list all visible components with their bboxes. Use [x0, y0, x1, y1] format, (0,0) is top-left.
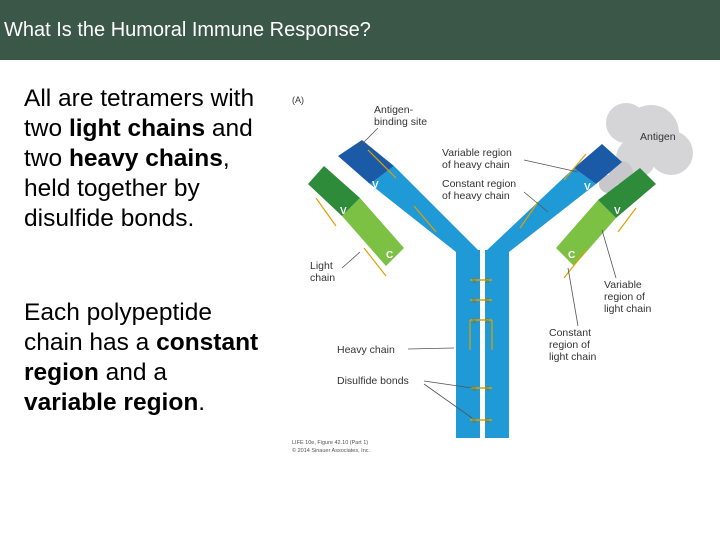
sulfur-stem-2: S: [485, 278, 490, 285]
text-run: Each polypeptide chain has a: [24, 299, 212, 356]
leader-disulfide-2: [423, 383, 473, 419]
text-run: .: [198, 389, 206, 416]
sulfur-stem-9: S: [472, 418, 477, 425]
sulfur-stem-5: S: [472, 318, 477, 325]
domain-v-heavy-left: V: [372, 180, 379, 191]
label-antigen-binding-1: Antigen-: [374, 104, 414, 116]
heavy-chain-left-constant: [370, 166, 480, 252]
leader-const-light: [567, 267, 579, 327]
leader-var-heavy: [523, 159, 579, 173]
heavy-chain-right-constant: [485, 168, 596, 252]
domain-v-heavy-right: V: [584, 182, 591, 193]
label-var-light-3: light chain: [604, 303, 651, 315]
domain-c-light-left: C: [386, 250, 393, 261]
light-chain-left-variable: [308, 166, 360, 216]
sulfur-stem-3: S: [472, 298, 477, 305]
domain-c-light-right: C: [568, 250, 575, 261]
label-const-light-3: light chain: [549, 351, 596, 363]
figure-credit-1: LIFE 10e, Figure 42.10 (Part 1): [292, 440, 368, 446]
title-bar: What Is the Humoral Immune Response?: [0, 0, 720, 60]
sulfur-stem-6: S: [485, 318, 490, 325]
panel-label: (A): [292, 95, 304, 105]
antibody-diagram: Antigen V V V V C C C C S S S S S S S S …: [292, 95, 693, 454]
heavy-chain-right-variable: [574, 144, 622, 184]
domain-c-heavy-left: C: [432, 238, 439, 249]
heavy-chain-stem: [456, 250, 509, 438]
disulfide-bonds-arms: [315, 149, 637, 279]
leader-antigen-binding: [357, 127, 379, 149]
label-disulfide-bonds: Disulfide bonds: [337, 375, 409, 387]
leader-light-chain: [341, 251, 361, 269]
bold-variable-region: variable region: [24, 389, 199, 416]
light-chain-left-constant: [342, 198, 404, 266]
bold-heavy-chains: heavy chains: [68, 145, 223, 172]
bold-constant-region: constant region: [24, 329, 259, 386]
bold-light-chains: light chains: [68, 115, 206, 142]
slide-title: What Is the Humoral Immune Response?: [4, 19, 371, 41]
leader-var-light: [601, 229, 617, 279]
label-antigen-binding-2: binding site: [374, 116, 427, 128]
label-var-light-1: Variable: [604, 279, 642, 291]
antigen-shape: [599, 103, 693, 193]
label-var-heavy-1: Variable region: [442, 147, 512, 159]
sulfur-stem-8: S: [485, 386, 490, 393]
heavy-chain-left-variable: [338, 140, 394, 184]
sulfur-stem-4: S: [485, 298, 490, 305]
label-light-chain-1: Light: [310, 260, 333, 272]
leader-const-heavy: [523, 191, 549, 213]
label-var-light-2: region of: [604, 291, 645, 303]
domain-v-light-left: V: [340, 206, 347, 217]
domain-c-heavy-right: C: [524, 238, 531, 249]
text-run: and two: [24, 115, 253, 172]
label-const-heavy-1: Constant region: [442, 178, 516, 190]
text-run: , held together by disulfide bonds.: [24, 145, 230, 232]
text-run: All are tetramers with two: [24, 85, 255, 142]
text-run: and a: [98, 359, 167, 386]
figure-credit-2: © 2014 Sinauer Associates, Inc.: [292, 447, 371, 454]
paragraph-regions: Each polypeptide chain has a constant re…: [24, 298, 264, 418]
disulfide-bonds-stem: [469, 279, 493, 421]
label-var-heavy-2: of heavy chain: [442, 159, 510, 171]
paragraph-tetramers: All are tetramers with two light chains …: [24, 84, 280, 234]
antibody-figure: Antigen V V V V C C C C S S S S S S S S …: [286, 88, 706, 458]
leader-heavy-chain: [407, 347, 455, 350]
light-chain-right-constant: [556, 200, 616, 266]
light-chain-right-variable: [598, 168, 656, 218]
label-const-light-2: region of: [549, 339, 590, 351]
leader-disulfide-1: [423, 380, 473, 389]
label-light-chain-2: chain: [310, 272, 335, 284]
label-const-light-1: Constant: [549, 327, 591, 339]
sulfur-stem-10: S: [485, 418, 490, 425]
label-heavy-chain: Heavy chain: [337, 344, 395, 356]
label-antigen: Antigen: [640, 131, 676, 143]
sulfur-stem-7: S: [472, 386, 477, 393]
label-const-heavy-2: of heavy chain: [442, 190, 510, 202]
sulfur-stem-1: S: [472, 278, 477, 285]
domain-v-light-right: V: [614, 206, 621, 217]
